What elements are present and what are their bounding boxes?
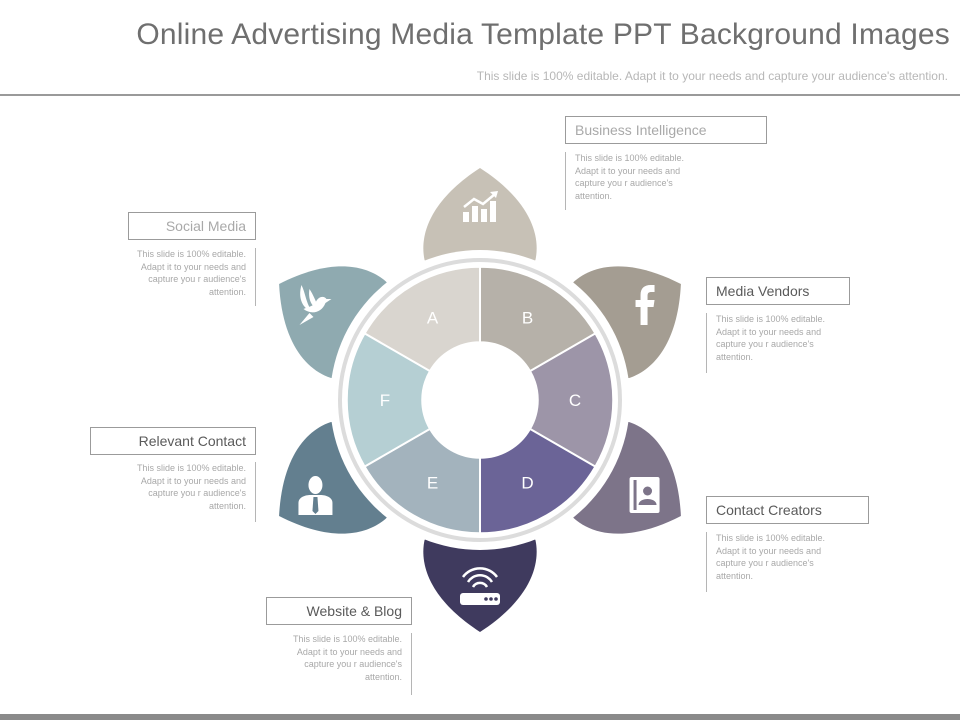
label-relevant-contact: Relevant Contact (90, 427, 256, 455)
header-divider (0, 94, 960, 96)
slide-subtitle: This slide is 100% editable. Adapt it to… (476, 69, 948, 83)
petal-icons (298, 191, 660, 605)
contact-book-icon (629, 477, 660, 513)
slide-title: Online Advertising Media Template PPT Ba… (136, 18, 950, 51)
desc-contact-creators: This slide is 100% editable. Adapt it to… (706, 532, 846, 592)
segment-d-letter: D (521, 473, 533, 492)
label-contact-creators: Contact Creators (706, 496, 869, 524)
facebook-icon (635, 285, 655, 325)
label-social-media: Social Media (128, 212, 256, 240)
inner-segments: A B C D E F (346, 266, 614, 534)
desc-business-intelligence: This slide is 100% editable. Adapt it to… (565, 152, 705, 210)
segment-a-letter: A (427, 309, 439, 328)
footer-bar (0, 714, 960, 720)
ring-track (338, 258, 622, 542)
segment-b-letter: B (522, 309, 533, 328)
segment-c-letter: C (569, 391, 581, 410)
label-business-intelligence: Business Intelligence (565, 116, 767, 144)
segment-divider (529, 428, 596, 468)
desc-social-media: This slide is 100% editable. Adapt it to… (116, 248, 256, 306)
desc-media-vendors: This slide is 100% editable. Adapt it to… (706, 313, 846, 373)
segment-divider (364, 428, 431, 468)
segment-divider (529, 332, 596, 372)
label-website-blog: Website & Blog (266, 597, 412, 625)
dove-icon (299, 285, 332, 325)
user-icon (298, 476, 333, 515)
segment-f-letter: F (380, 391, 390, 410)
center-hole (422, 342, 538, 458)
desc-relevant-contact: This slide is 100% editable. Adapt it to… (116, 462, 256, 522)
desc-website-blog: This slide is 100% editable. Adapt it to… (272, 633, 412, 695)
label-media-vendors: Media Vendors (706, 277, 850, 305)
bar-chart-icon (463, 191, 498, 222)
segment-divider (364, 332, 431, 372)
segment-e-letter: E (427, 473, 438, 492)
router-wifi-icon (460, 567, 500, 605)
